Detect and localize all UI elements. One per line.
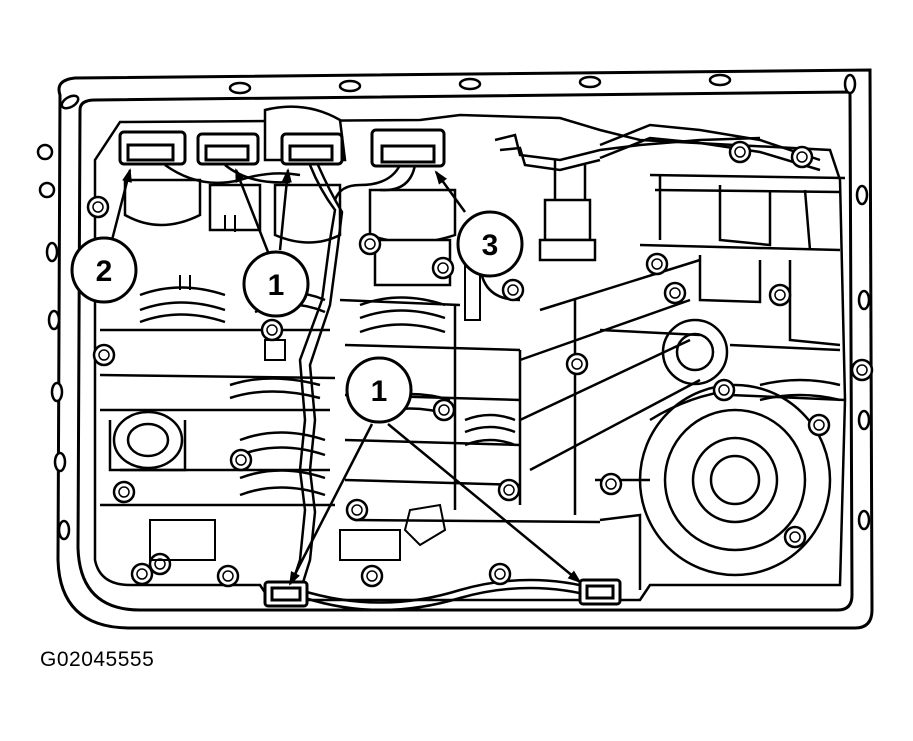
lower-connectors (263, 578, 622, 608)
accumulator-piston (638, 383, 832, 577)
callout-3: 3 (456, 210, 524, 278)
arrow-callout-3 (434, 170, 467, 213)
callout-1-top: 1 (242, 250, 310, 318)
valve-body (93, 113, 847, 602)
callout-1-middle: 1 (345, 356, 413, 424)
figure-id: G02045555 (40, 648, 155, 671)
callout-3-label: 3 (482, 229, 499, 262)
callout-2: 2 (70, 236, 138, 304)
arrow-callout-1-top-b (278, 168, 292, 251)
callout-1-top-label: 1 (268, 269, 285, 302)
arrow-callout-1-middle-b (387, 423, 582, 584)
small-round-boss (661, 318, 729, 386)
solenoid-bodies (123, 105, 457, 287)
left-bore (108, 410, 187, 472)
callout-1-middle-label: 1 (371, 375, 388, 408)
valve-body-ribs (453, 173, 846, 590)
arrow-callout-1-middle-a (288, 423, 374, 586)
pan-flange (56, 68, 874, 630)
solenoid-connectors (118, 128, 446, 168)
arrow-callout-1-top-a (234, 168, 270, 253)
flange-holes (36, 73, 871, 541)
leader-arrows (110, 168, 582, 586)
arrow-callout-2 (110, 168, 132, 241)
callout-2-label: 2 (96, 255, 113, 288)
